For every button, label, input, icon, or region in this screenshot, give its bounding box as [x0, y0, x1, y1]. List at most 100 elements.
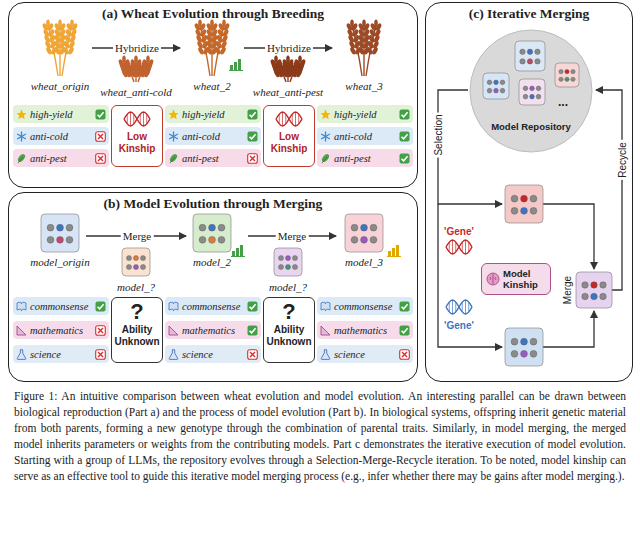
model-dot — [535, 59, 540, 64]
leaf-icon — [168, 153, 179, 164]
check-mark — [402, 134, 408, 139]
model-dot — [500, 80, 505, 85]
leaf-icon — [170, 157, 175, 163]
tri-icon — [168, 325, 179, 336]
check-mark — [400, 131, 410, 141]
check-mark — [402, 112, 408, 117]
panel: (a) Wheat Evolution through Breedinghigh… — [8, 2, 418, 188]
wheat-grain — [146, 56, 150, 63]
merge-arrow — [543, 204, 594, 269]
dna-strand — [446, 300, 472, 314]
cross-mark — [95, 349, 106, 360]
model-dot — [285, 256, 290, 261]
snowflake-icon — [17, 134, 26, 139]
dna-rung — [449, 302, 450, 312]
trait-label: high-yield — [30, 109, 92, 120]
dna-rung — [146, 114, 147, 124]
trait-box: science — [13, 345, 109, 363]
dna-rung — [285, 114, 286, 124]
model-dot — [57, 224, 64, 231]
wheat-grain — [362, 20, 366, 27]
gain-chart — [238, 59, 241, 70]
model-dot — [520, 49, 525, 54]
dna-strand — [446, 240, 472, 254]
model-dot — [511, 350, 518, 357]
kinship-box: Model Kinship — [481, 263, 551, 295]
tri-icon — [16, 325, 27, 336]
model-dot — [530, 94, 535, 99]
trait-label: mathematics — [182, 325, 244, 336]
check-mark — [250, 304, 256, 309]
trait-label: commonsense — [30, 301, 92, 312]
dna-strand — [276, 112, 302, 126]
model-dot — [591, 293, 597, 299]
leaf-icon — [17, 153, 27, 163]
star-icon — [168, 109, 179, 120]
check-mark — [399, 153, 410, 164]
wheat-grain — [58, 20, 62, 27]
model-dot — [511, 338, 518, 345]
model-dot — [521, 338, 528, 345]
dna-rung — [465, 300, 466, 314]
arrow-label: Hybridize — [113, 42, 161, 54]
check-mark — [399, 301, 410, 312]
cross-mark — [250, 156, 255, 161]
leaf-icon — [169, 153, 179, 163]
wheat-grain — [282, 69, 290, 78]
model-dot — [559, 77, 563, 81]
bulb-icon — [168, 301, 179, 312]
model-dot — [527, 59, 532, 64]
model-dot — [285, 265, 290, 270]
question-mark: ? — [266, 300, 312, 324]
model-name: model_origin — [30, 256, 89, 268]
model-dot — [126, 265, 131, 270]
wheat-grain — [138, 69, 146, 78]
model-dot — [600, 293, 606, 299]
trait-box: science — [317, 345, 413, 363]
model-dot — [66, 236, 73, 243]
gain-chart — [232, 251, 235, 256]
wheat-grain — [286, 56, 290, 63]
gene-label: 'Gene' — [444, 226, 474, 237]
trait-label: commonsense — [182, 301, 244, 312]
gain-chart — [229, 70, 243, 71]
leaf-icon — [322, 157, 327, 163]
wheat-grain — [206, 46, 214, 55]
check-mark — [96, 109, 106, 119]
panel-title: (c) Iterative Merging — [426, 6, 632, 22]
trait-box: anti-pest — [13, 149, 109, 167]
dna-rung — [449, 242, 450, 252]
trait-label: science — [30, 349, 92, 360]
model-dot — [530, 338, 537, 345]
model-dot — [487, 88, 492, 93]
flask-icon — [16, 349, 27, 360]
trait-box: commonsense — [165, 297, 261, 315]
trait-label: high-yield — [334, 109, 396, 120]
selection-arrow — [438, 204, 502, 347]
dna-strand — [124, 112, 150, 126]
cross-mark — [400, 349, 410, 359]
check-mark — [248, 109, 258, 119]
wheat-grain — [134, 56, 138, 63]
model-dot — [536, 94, 541, 99]
snow-icon — [168, 131, 179, 142]
cross-mark — [95, 131, 106, 142]
check-mark — [402, 328, 408, 333]
check-mark — [98, 112, 104, 117]
flask-icon — [169, 349, 178, 359]
check-mark — [247, 109, 258, 120]
wheat-grain — [274, 56, 278, 63]
leaf-icon — [18, 157, 23, 163]
check-mark — [399, 325, 410, 336]
dna-rung — [279, 114, 280, 124]
ruler-icon — [169, 326, 178, 335]
model-dot — [133, 265, 138, 270]
question-mark: ? — [114, 300, 160, 324]
gain-chart — [392, 248, 395, 256]
cross-mark — [96, 349, 106, 359]
gain-chart — [236, 248, 239, 256]
book-icon — [17, 302, 26, 311]
model-dot — [199, 236, 206, 243]
snowflake-icon — [169, 134, 178, 139]
dna-rung — [468, 242, 469, 252]
